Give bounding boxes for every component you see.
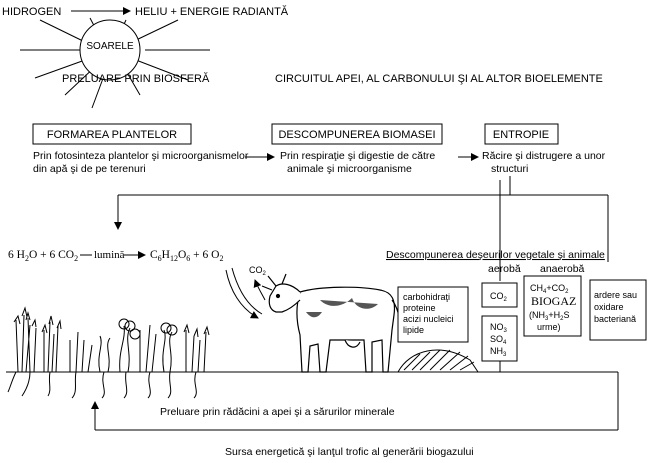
- cycle-title: CIRCUITUL APEI, AL CARBONULUI ŞI AL ALTO…: [275, 73, 603, 85]
- oxidation-line: ardere sau: [594, 290, 637, 300]
- biosphere-uptake-label: PRELUARE PRIN BIOSFERĂ: [62, 72, 210, 85]
- stage-title: FORMAREA PLANTELOR: [47, 129, 177, 141]
- biogas-box: [523, 275, 582, 337]
- oxidation-box: [589, 279, 647, 341]
- stage-description: Prin respiraţie şi digestie de către: [280, 150, 435, 162]
- decomposition-title: Descompunerea deşeurilor vegetale şi ani…: [386, 249, 605, 261]
- aerobic-label: aerobă: [488, 263, 521, 275]
- component-item: carbohidraţi: [403, 292, 450, 302]
- figure-caption: Sursa energetică şi lanţul trofic al gen…: [225, 446, 474, 458]
- biogas-label: BIOGAZ: [531, 294, 576, 308]
- aerobic-product: SO4: [490, 334, 507, 346]
- equation-right: C6H12O6 + 6 O2: [150, 249, 223, 263]
- waste-heap-hatching: [403, 349, 475, 371]
- stage-description: Răcire şi distrugere a unor: [482, 150, 606, 162]
- organic-components-box: [397, 286, 469, 343]
- oxidation-line: oxidare: [594, 302, 624, 312]
- component-item: acizi nucleici: [403, 314, 454, 324]
- stage-box-plant-formation: [32, 123, 192, 145]
- stage-box-biomass-decomposition: [271, 123, 443, 145]
- equation-left: 6 H2O + 6 CO2: [8, 249, 78, 263]
- anaerobic-label: anaerobă: [540, 263, 585, 275]
- sun-label: SOARELE: [86, 41, 134, 52]
- stage-description: Prin fotosinteza plantelor şi microorgan…: [33, 150, 249, 162]
- waste-heap: [397, 349, 479, 373]
- component-item: lipide: [403, 325, 424, 335]
- co2-inflow-arrow-2: [231, 267, 263, 315]
- cow-illustration: [261, 273, 402, 373]
- helium-label: HELIU + ENERGIE RADIANTĂ: [135, 5, 289, 18]
- light-label: lumină: [94, 249, 125, 261]
- co2-outflow-arrow: [253, 279, 266, 301]
- aerobic-co2-box: [481, 282, 518, 308]
- aerobic-products-box: [481, 315, 518, 362]
- stage-box-entropy: [484, 123, 559, 145]
- co2-small-label: CO2: [249, 265, 267, 277]
- stage-description: structuri: [491, 163, 528, 175]
- sun-icon: [79, 19, 141, 81]
- aerobic-product: NO3: [490, 322, 508, 334]
- biogas-line: urme): [537, 322, 561, 332]
- co2-inflow-arrow: [225, 269, 259, 319]
- root-uptake-label: Preluare prin rădăcini a apei şi a sărur…: [160, 406, 395, 418]
- oxidation-line: bacteriană: [594, 314, 636, 324]
- biogas-line: (NH3+H2S: [529, 310, 569, 322]
- aerobic-co2-label: CO2: [490, 291, 508, 303]
- biogas-line: CH4+CO2: [530, 283, 569, 295]
- stage-title: ENTROPIE: [493, 129, 549, 141]
- stage-title: DESCOMPUNEREA BIOMASEI: [278, 129, 435, 141]
- component-item: proteine: [403, 303, 436, 313]
- aerobic-product: NH3: [490, 346, 507, 358]
- plants-illustration: [7, 306, 210, 399]
- stage-description: animale şi microorganisme: [287, 163, 412, 175]
- hydrogen-label: HIDROGEN: [2, 6, 61, 18]
- stage-description: din apă şi de pe terenuri: [33, 163, 146, 175]
